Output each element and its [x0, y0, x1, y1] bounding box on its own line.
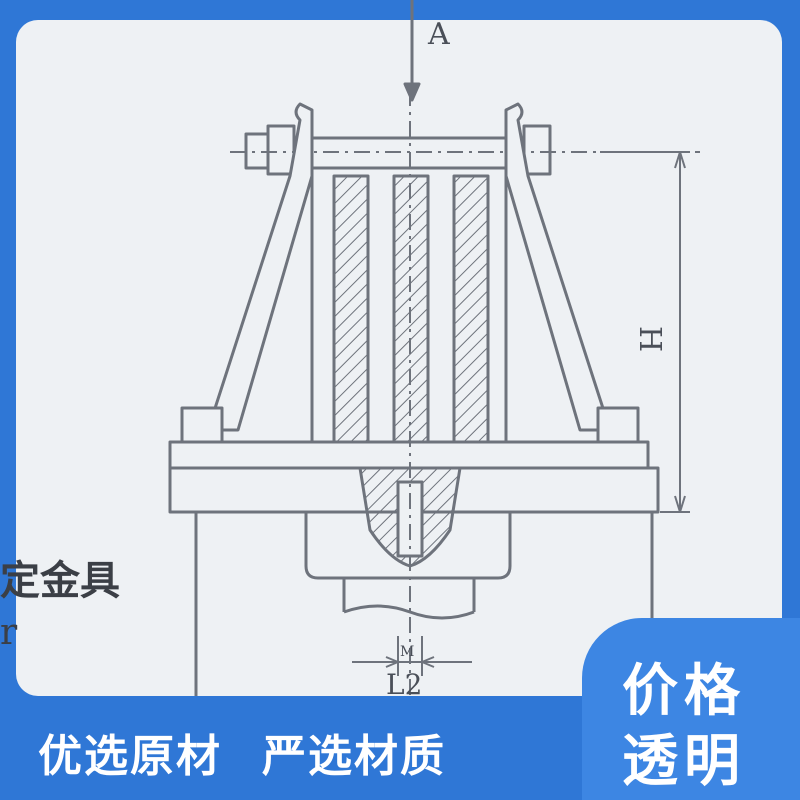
caption-en-fragment: r — [0, 612, 18, 653]
top-nut-right — [522, 124, 552, 176]
badge-line-2: 透明 — [622, 729, 746, 794]
slogan-left: 优选原材 — [38, 731, 222, 782]
label-width: L2 — [386, 668, 422, 701]
top-nut-left — [266, 124, 296, 176]
slogan: 优选原材严选材质 — [38, 720, 446, 784]
clamp-arm-right — [504, 102, 612, 432]
caption-cn-fragment: 定金具 — [0, 558, 120, 604]
price-badge — [582, 618, 800, 800]
busbar-3 — [452, 174, 490, 458]
badge-line-1: 价格 — [622, 659, 746, 724]
slogan-right: 严选材质 — [262, 731, 446, 782]
clamp-arm-left — [206, 102, 314, 432]
label-thread: M — [400, 644, 414, 660]
busbar-1 — [332, 174, 370, 458]
label-arrow-a: A — [427, 17, 450, 52]
label-height: H — [632, 326, 667, 352]
arrow-a-head — [403, 82, 421, 102]
insulator-neck — [342, 578, 476, 620]
base-nut-right — [596, 406, 640, 446]
base-nut-left — [180, 406, 224, 446]
